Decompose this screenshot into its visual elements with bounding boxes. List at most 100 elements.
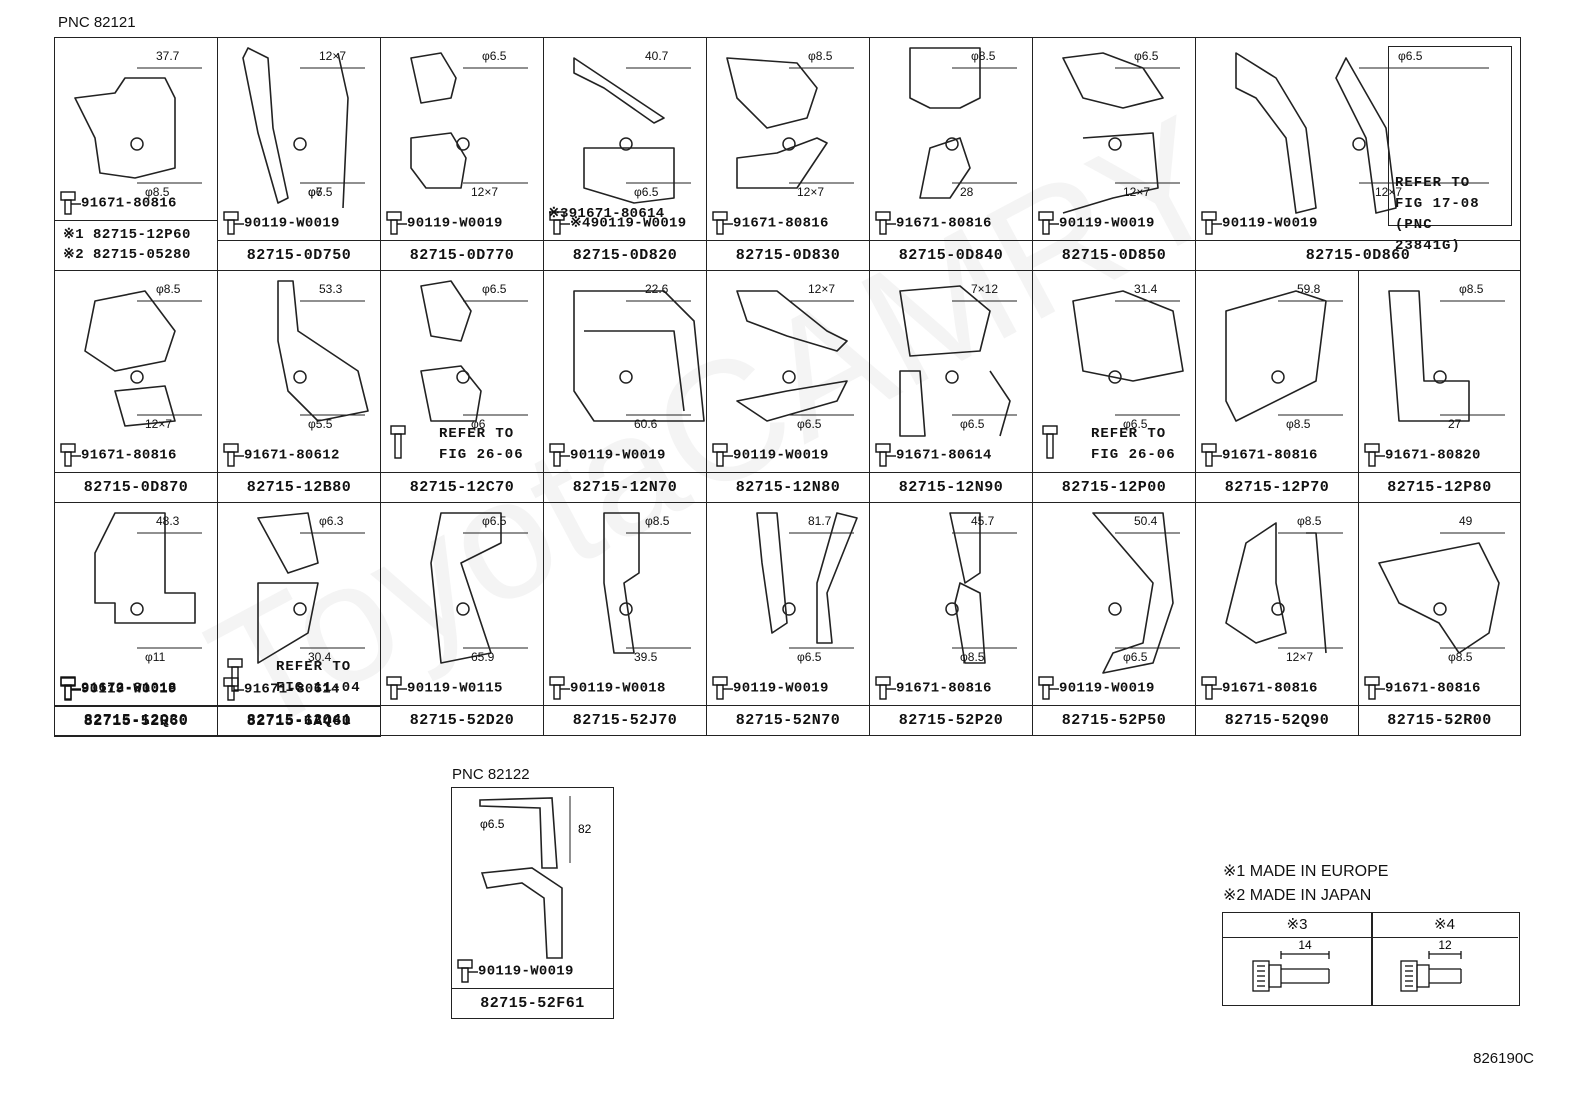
dimension-label: 39.5 [634,650,658,664]
bracket-outline [242,47,349,209]
bolt-icon [386,676,407,700]
bracket-drawing: 7×12 φ6.5 [899,282,1017,437]
dimension-label: 31.4 [1134,282,1158,296]
bolt-number-text: 90119-W0019 [733,680,829,697]
dimension-label: 81.7 [808,514,832,528]
dimension-label: φ7 [308,185,323,199]
bolt-part-number: 91671-80612 [222,442,340,468]
dimension-label: 82 [578,822,592,836]
bracket-outline [257,512,319,664]
bolt-hole [1108,137,1122,151]
bolt-hole [456,602,470,616]
bracket-drawing: 37.7φ8.5 [74,49,202,199]
dimension-label: 12×7 [471,185,498,199]
bolt-icon [1201,443,1222,467]
bolt-part-number: 90119-W0019 [711,442,829,468]
bolt-icon [1201,211,1222,235]
bolt-number-text: 91671-80816 [896,680,992,697]
bolt-part-number: 90119-W0019 [456,958,574,984]
bracket-outline [94,512,196,624]
part-cell: φ8.5 12×7 91671-80816 82715-0D830 [706,37,870,271]
dimension-label: φ6 [471,417,486,431]
dimension-label: 45.7 [971,514,995,528]
bracket-outline [1092,512,1174,674]
bolt-number-text: 91671-80816 [1222,680,1318,697]
bolt-icon [223,211,244,235]
bolt-icon [60,443,81,467]
bolt-hole [1271,602,1285,616]
legend-length-3: 14 [1298,938,1312,952]
dimension-label: φ6.5 [797,417,822,431]
dimension-label: 27 [1448,417,1462,431]
dimension-label: 12×7 [808,282,835,296]
dimension-label: 7×12 [971,282,998,296]
dimension-label: φ6.5 [960,417,985,431]
bolt-number-text: 90119-W0019 [733,447,829,464]
bracket-drawing: 22.660.6 [573,282,705,431]
part-number: 82715-12N90 [870,472,1032,502]
bracket-drawing: 45.7 φ8.5 [945,512,1017,664]
bolt-part-number: 90119-W0019 [711,675,829,701]
dimension-label: 53.3 [319,282,343,296]
bracket-outline [736,290,848,422]
bolt-part-number: 91671-80816 [874,210,992,236]
dimension-label: φ8.5 [960,650,985,664]
dimension-label: 60.6 [634,417,658,431]
bolt-hole [130,370,144,384]
bolt-number-text: 90119-W0019 [1059,680,1155,697]
part-number: 82715-6A460 [218,706,380,736]
bolt-number-text: 91671-80816 [81,447,177,464]
part-number: 82715-52J70 [544,705,706,735]
refer-line: FIG 26-06 [1091,447,1176,463]
bracket-outline [726,57,828,189]
footnote-2: ※2 MADE IN JAPAN [1223,887,1372,904]
bracket-drawing: 12×7φ6.5φ7 [242,47,365,209]
bracket-outline [74,77,176,179]
bolt-icon [875,443,896,467]
dimension-label: 50.4 [1134,514,1158,528]
part-number: 82715-52P50 [1033,705,1195,735]
bolt-number-text: 91671-80816 [81,195,177,212]
bracket-outline [1072,290,1184,382]
bolt-hole [1108,602,1122,616]
dimension-label: φ6.5 [482,514,507,528]
pnc-label-sub: PNC 82122 [452,766,530,783]
bracket-drawing: 31.4 φ6.5 [1072,282,1184,431]
bolt-hole [293,137,307,151]
bolt-number-text: 90119-W0019 [478,963,574,980]
bolt-number-text: 91672-81018 [81,680,177,697]
bracket-drawing: φ6.330.4 [257,512,365,664]
bracket-outline [1062,52,1164,214]
part-number: 82715-12B80 [218,472,380,502]
dimension-label: 12×7 [797,185,824,199]
part-number: 82715-52F61 [452,988,613,1018]
dimension-label: 30.4 [308,650,332,664]
bolt-icon [60,191,81,215]
bolt-icon [549,676,570,700]
bolt-part-number: 91671-80816 [711,210,829,236]
bolt-part-number: 91671-80614 [874,442,992,468]
dimension-label: φ11 [145,650,166,664]
part-number: 82715-0D830 [707,240,869,270]
refer-line: REFER TO [1091,426,1167,442]
bolt-number-text: 91671-80816 [733,215,829,232]
bolt-icon [457,959,478,983]
bolt-icon [1201,676,1222,700]
dimension-label: φ8.5 [808,49,833,63]
part-number: 82715-12P00 [1033,472,1195,502]
dimension-label: φ6.5 [1123,417,1148,431]
bolt-hole [782,370,796,384]
bolt-icon [1038,676,1059,700]
